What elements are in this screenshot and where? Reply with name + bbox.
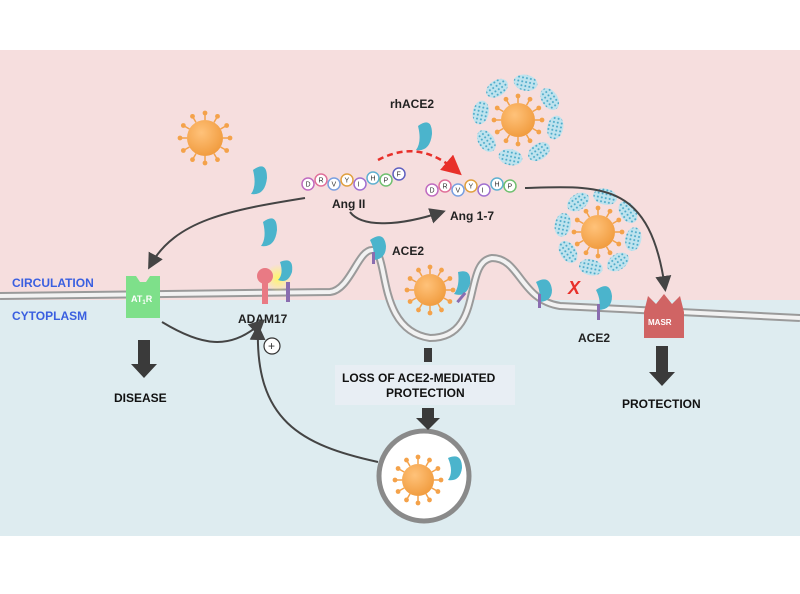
loss-label-line1: LOSS OF ACE2-MEDIATED [342,371,496,385]
cell-membrane [0,245,800,343]
svg-text:D: D [306,182,311,189]
ace2-top-label: ACE2 [392,244,424,258]
protection-arrow [649,346,675,386]
svg-text:+: + [268,339,275,353]
ace2-membrane [370,236,612,481]
ang-1-7-label: Ang 1-7 [450,209,494,223]
svg-text:I: I [482,188,484,195]
virus-coated-right [554,188,642,276]
arrow-rhace2-conversion [377,150,462,176]
svg-text:Y: Y [345,178,350,185]
svg-text:D: D [430,188,435,195]
result-arrows [131,340,675,430]
adam17-label: ADAM17 [238,312,288,326]
adam17-enzyme [257,260,293,304]
arrow-angii-to-ang17 [349,208,446,225]
svg-text:F: F [397,172,401,179]
svg-text:R: R [443,184,448,191]
rhace2-molecules [251,122,432,247]
blocked-mark: X [567,278,581,298]
loss-band [335,365,515,405]
masr-label: MASR [648,318,672,327]
arrow-endosome-to-adam17 [249,324,379,463]
endosome-vesicle [376,428,472,524]
arrow-ang17-to-masr [524,186,672,292]
svg-text:P: P [508,184,513,191]
rhace2-label: rhACE2 [390,97,434,111]
circulation-label: CIRCULATION [12,276,94,290]
virus-topleft [177,110,233,166]
svg-text:Y: Y [469,184,474,191]
svg-text:V: V [332,182,337,189]
at1r-label: AT1R [131,294,153,306]
loss-arrow-top [424,348,432,362]
arrow-angii-to-at1r [148,197,306,270]
loss-label-line2: PROTECTION [386,386,465,400]
arrows [148,186,672,463]
cytoplasm-label: CYTOPLASM [12,309,87,323]
virus-endocytosed [404,264,456,316]
virus-coated-top [472,74,564,166]
svg-text:I: I [358,182,360,189]
plus-indicator: + [263,337,281,355]
masr-receptor: MASR [644,294,684,338]
disease-label: DISEASE [114,391,167,405]
ang-ii-label: Ang II [332,197,365,211]
svg-text:P: P [384,178,389,185]
svg-text:R: R [319,178,324,185]
protection-label: PROTECTION [622,397,701,411]
disease-arrow [131,340,157,378]
ace2-right-label: ACE2 [578,331,610,345]
at1r-receptor: AT1R [126,276,160,318]
ang-ii-peptide: D R V Y I H P F [301,167,406,191]
svg-text:H: H [495,182,500,189]
svg-text:V: V [456,188,461,195]
loss-arrow-bottom [416,408,440,430]
svg-text:H: H [371,176,376,183]
